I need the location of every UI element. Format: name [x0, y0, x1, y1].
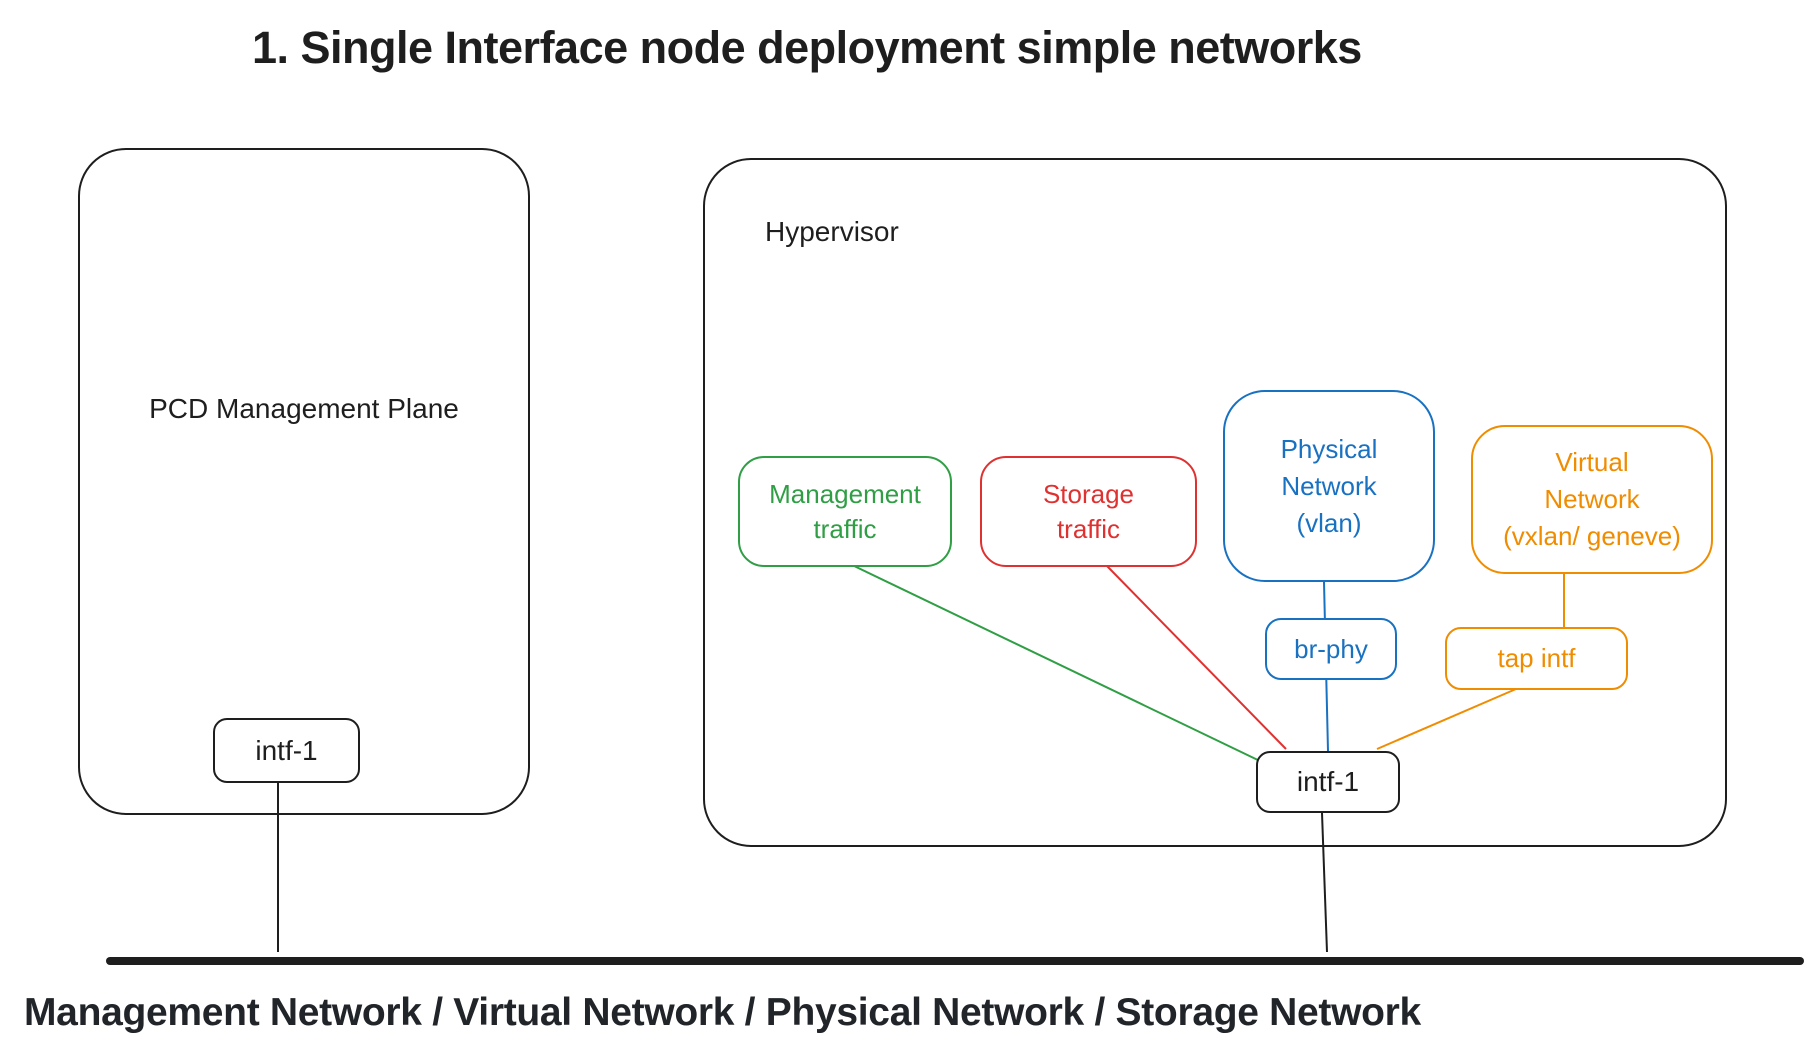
physical-network-line3: (vlan): [1296, 507, 1362, 538]
pcd-label-line2: Management Plane: [216, 393, 459, 424]
virtual-network-line1: Virtual: [1555, 447, 1629, 477]
pcd-label-line1: PCD: [149, 393, 209, 424]
management-traffic-box: Management traffic: [738, 456, 952, 567]
tap-intf-label: tap intf: [1497, 643, 1576, 673]
br-phy-box: br-phy: [1265, 618, 1397, 680]
pcd-intf1-box: intf-1: [213, 718, 360, 783]
virtual-network-box: Virtual Network (vxlan/ geneve): [1471, 425, 1713, 574]
management-traffic-line2: traffic: [813, 513, 877, 544]
storage-traffic-line1: Storage: [1042, 478, 1135, 509]
physical-network-line1: Physical: [1280, 433, 1378, 464]
storage-traffic-line2: traffic: [1056, 513, 1121, 544]
physical-network-box: Physical Network (vlan): [1223, 390, 1435, 582]
network-bus-label: Management Network / Virtual Network / P…: [24, 991, 1421, 1034]
storage-traffic-box: Storage traffic: [980, 456, 1197, 567]
br-phy-label: br-phy: [1294, 633, 1368, 664]
hypervisor-intf1-label: intf-1: [1296, 766, 1360, 797]
virtual-network-line3: (vxlan/ geneve): [1503, 521, 1681, 551]
tap-intf-box: tap intf: [1445, 627, 1628, 690]
pcd-management-plane-label: PCD Management Plane: [78, 390, 530, 428]
management-traffic-line1: Management: [769, 478, 921, 509]
hypervisor-label: Hypervisor: [765, 216, 899, 247]
pcd-intf1-label: intf-1: [255, 734, 318, 766]
diagram-title: 1. Single Interface node deployment simp…: [252, 22, 1362, 73]
pcd-management-plane-box: [78, 148, 530, 815]
physical-network-line2: Network: [1281, 470, 1377, 501]
virtual-network-line2: Network: [1544, 484, 1640, 514]
hypervisor-intf1-box: intf-1: [1256, 751, 1400, 813]
